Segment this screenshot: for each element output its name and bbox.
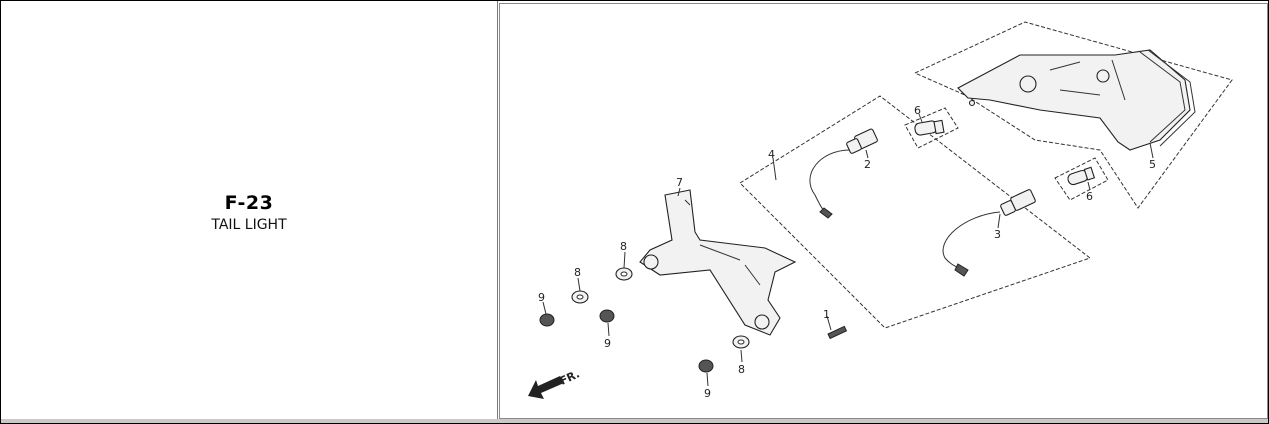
group-box-tail-light: [913, 21, 1233, 209]
callout-4: 4: [768, 148, 775, 161]
mounting-bracket: [639, 189, 797, 336]
section-name: TAIL LIGHT: [211, 217, 287, 233]
callout-8-b: 8: [574, 266, 581, 279]
washer-c: [732, 335, 750, 349]
callout-9-c: 9: [704, 387, 711, 400]
socket-wire-lower: [942, 189, 1036, 277]
callout-8-a: 8: [620, 240, 627, 253]
socket-wire-upper: [809, 128, 878, 219]
callout-7: 7: [676, 176, 683, 189]
washer-a: [615, 267, 633, 281]
callout-5: 5: [1149, 158, 1156, 171]
front-direction-arrow-icon: [528, 376, 564, 399]
nut-c: [698, 359, 714, 373]
callout-9-b: 9: [604, 337, 611, 350]
front-direction-label: FR.: [558, 367, 582, 387]
screw: [827, 325, 848, 340]
section-code: F-23: [224, 192, 274, 214]
tail-light-housing: [957, 49, 1196, 151]
group-box-wiring: [739, 95, 1092, 329]
section-title-cell: F-23 TAIL LIGHT: [1, 1, 498, 420]
nut-b: [599, 309, 615, 323]
group-box-bulb-lower: [1054, 157, 1109, 201]
nut-a: [539, 313, 555, 327]
group-box-bulb-upper: [904, 107, 959, 149]
washer-b: [571, 290, 589, 304]
callout-1: 1: [823, 308, 830, 321]
callout-3: 3: [994, 228, 1001, 241]
callout-6-upper: 6: [914, 104, 921, 117]
bottom-divider: [1, 419, 1268, 423]
callout-8-c: 8: [738, 363, 745, 376]
callout-9-a: 9: [538, 291, 545, 304]
callout-6-lower: 6: [1086, 190, 1093, 203]
bulb-upper: [914, 119, 945, 136]
callout-2: 2: [864, 158, 871, 171]
bulb-lower: [1067, 166, 1096, 186]
